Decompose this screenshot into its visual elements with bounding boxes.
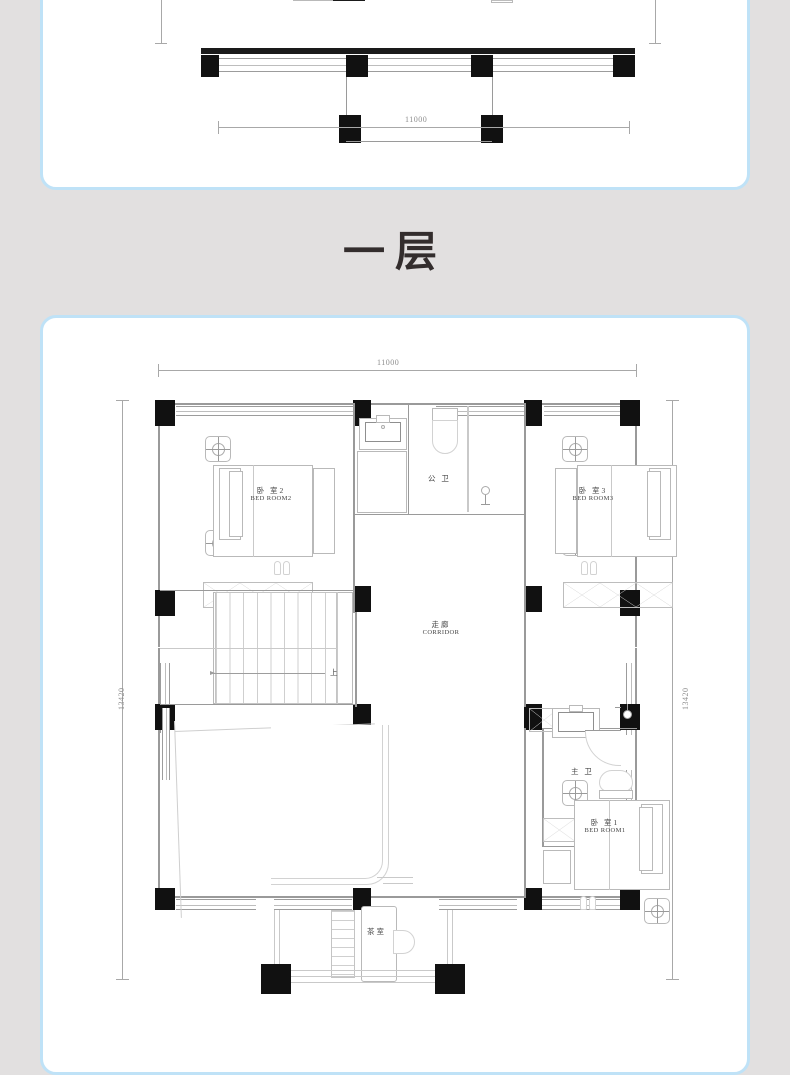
column [620,888,640,910]
plan-right-height-dimension: 13420 [681,687,690,711]
column [155,888,175,910]
column [524,400,542,426]
void-diagonal [174,721,182,918]
column [524,586,542,612]
room-label-master-wc: 主 卫 [571,767,594,776]
previous-floor-card: 11000 [40,0,750,190]
plan-left-height-dimension: 13420 [117,687,126,711]
tea-chair [393,930,415,954]
slippers-icon [580,896,587,910]
toilet-icon [599,770,633,792]
top-card-width-dimension: 11000 [405,115,428,124]
previous-floor-drawing: 11000 [43,0,747,187]
floor-plan-page: 11000 一层 11000 13420 13420 [40,0,750,1075]
slippers-icon [589,896,596,910]
porch-column [435,964,465,994]
page-title: 一层 [342,227,447,276]
room-label-bedroom2: 卧 室2 BED ROOM2 [250,486,292,503]
first-floor-card: 11000 13420 13420 [40,315,750,1075]
room-label-public-wc: 公 卫 [428,474,451,483]
column [353,888,371,910]
column [524,888,542,910]
porch-column [261,964,291,994]
stair-direction-label: 上 [330,668,340,677]
slippers-icon [283,561,290,575]
room-label-bedroom1: 卧 室1 BED ROOM1 [584,818,626,835]
plan-width-dimension: 11000 [377,358,400,367]
slippers-icon [581,561,588,575]
room-label-corridor: 走廊 CORRIDOR [422,620,460,637]
room-label-tea-room: 茶室 [367,927,386,936]
wardrobe [563,582,673,608]
slippers-icon [590,561,597,575]
tea-room-stair [331,910,355,978]
column [155,400,175,426]
room-label-bedroom3: 卧 室3 BED ROOM3 [572,486,614,503]
first-floor-drawing: 11000 13420 13420 [43,318,747,1072]
balcony-rail [271,725,383,879]
column [620,400,640,426]
column [353,586,371,612]
column [155,590,175,616]
slippers-icon [274,561,281,575]
